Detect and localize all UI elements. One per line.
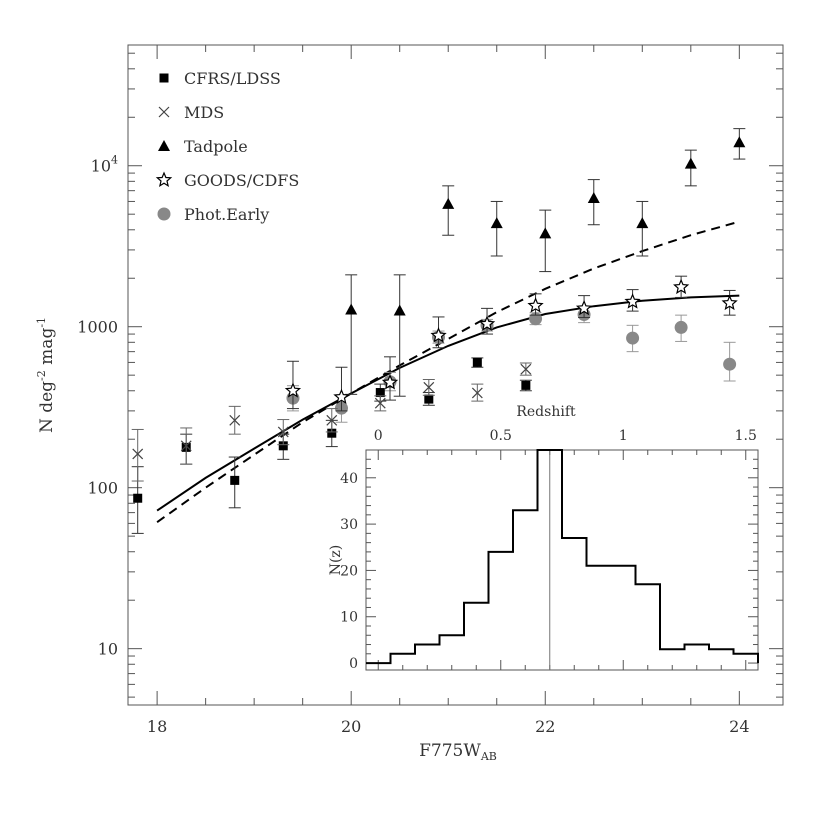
point-mds (326, 414, 338, 426)
inset-y-tick-label: 30 (340, 517, 358, 533)
legend-label-mds: MDS (184, 103, 224, 122)
legend-marker-tadpole (158, 140, 170, 151)
series-cfrs-ldss (131, 357, 532, 534)
legend-marker-cfrs-ldss (159, 73, 169, 83)
point-phot-early (723, 357, 737, 371)
inset-y-axis-label: N(z) (328, 545, 344, 576)
point-cfrs-ldss (230, 475, 240, 485)
point-mds (277, 426, 289, 438)
inset-axes: 0 0.5 1 1.5 0 10 20 30 40 (340, 428, 758, 672)
inset-x-tick-label: 0.5 (490, 428, 512, 444)
point-phot-early (626, 331, 640, 345)
point-tadpole (733, 136, 746, 148)
point-mds (520, 363, 532, 375)
x-tick-label: 20 (341, 717, 361, 736)
inset-x-tick-label: 1.5 (735, 428, 757, 444)
x-axis-label: F775WAB (419, 741, 497, 763)
point-mds (471, 387, 483, 399)
inset-y-tick-label: 10 (340, 610, 358, 626)
legend-marker-mds (158, 106, 170, 118)
inset-x-axis-label: Redshift (516, 404, 576, 420)
point-mds (423, 381, 435, 393)
point-cfrs-ldss (424, 394, 434, 404)
point-mds (180, 440, 192, 452)
inset-x-tick-label: 0 (374, 428, 383, 444)
point-goods-cdfs (478, 315, 496, 331)
data-points (131, 128, 746, 534)
point-goods-cdfs (673, 278, 690, 295)
point-goods-cdfs (284, 382, 302, 398)
legend-marker-phot-early (157, 207, 171, 221)
inset-x-tick-label: 1 (619, 428, 628, 444)
x-tick-label: 22 (535, 717, 555, 736)
point-tadpole (539, 227, 552, 239)
legend-label-phot-early: Phot.Early (184, 205, 269, 224)
point-tadpole (587, 192, 600, 204)
x-tick-label: 18 (147, 717, 167, 736)
series-tadpole (345, 128, 746, 397)
point-cfrs-ldss (521, 380, 531, 390)
legend-label-tadpole: Tadpole (184, 137, 248, 156)
y-axis-label: N deg-2 mag-1 (35, 317, 57, 433)
point-mds (132, 448, 144, 460)
point-goods-cdfs (721, 294, 738, 311)
legend-label-goods-cdfs: GOODS/CDFS (184, 171, 299, 190)
point-goods-cdfs (430, 327, 447, 343)
inset-y-tick-label: 40 (340, 471, 358, 487)
point-goods-cdfs (333, 388, 350, 405)
y-tick-label: 100 (87, 479, 118, 498)
point-cfrs-ldss (133, 493, 143, 503)
point-tadpole (490, 217, 503, 229)
y-tick-label: 104 (91, 154, 118, 176)
x-tick-label: 24 (729, 717, 749, 736)
legend-label-cfrs-ldss: CFRS/LDSS (184, 69, 281, 88)
point-cfrs-ldss (472, 357, 482, 367)
point-tadpole (442, 197, 455, 209)
point-cfrs-ldss (327, 428, 337, 438)
point-mds (374, 397, 386, 409)
point-goods-cdfs (624, 293, 641, 309)
point-cfrs-ldss (278, 441, 288, 451)
point-tadpole (684, 157, 697, 169)
histogram-steps (366, 449, 759, 665)
inset-bars (366, 449, 759, 670)
point-mds (229, 414, 241, 426)
point-goods-cdfs (575, 299, 593, 316)
point-tadpole (345, 303, 358, 315)
point-phot-early (674, 320, 688, 334)
inset-y-tick-label: 0 (349, 656, 358, 672)
inset-y-tick-label: 20 (340, 563, 358, 579)
y-tick-label: 1000 (77, 318, 118, 337)
point-tadpole (636, 217, 649, 229)
legend-marker-goods-cdfs (155, 171, 173, 187)
series-goods-cdfs (284, 275, 738, 412)
inset-histogram: 0 0.5 1 1.5 0 10 20 30 40 Redshift N(z) (328, 404, 759, 672)
series-mds (131, 362, 532, 482)
y-tick-label: 10 (98, 640, 118, 659)
point-cfrs-ldss (375, 388, 385, 398)
point-goods-cdfs (381, 373, 399, 390)
point-goods-cdfs (527, 297, 544, 313)
model-curve-solid (156, 294, 740, 512)
point-tadpole (393, 304, 406, 316)
